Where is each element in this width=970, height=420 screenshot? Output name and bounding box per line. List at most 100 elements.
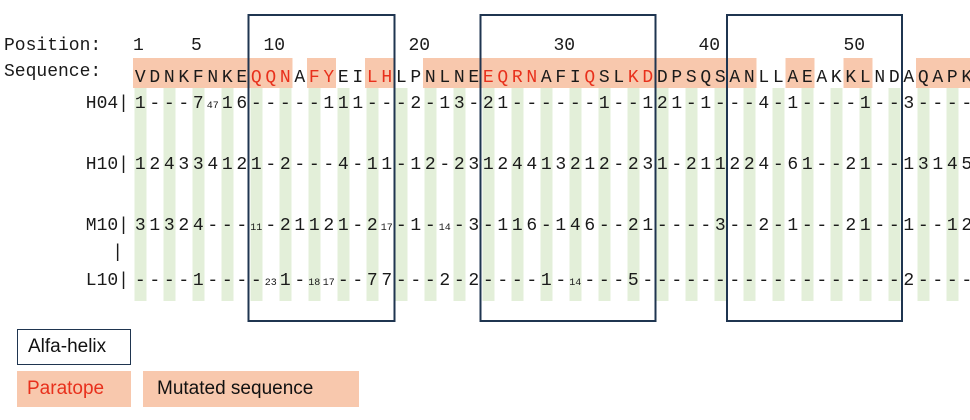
sequence-residue: S <box>715 68 726 88</box>
contact-column-51 <box>859 88 872 301</box>
row-cell: 3 <box>454 94 465 114</box>
row-cell: 2 <box>961 216 970 236</box>
row-cell: 1 <box>410 155 421 175</box>
sequence-residue: K <box>845 68 856 88</box>
row-cell: - <box>265 94 276 114</box>
row-cell: - <box>715 271 726 291</box>
row-cell: - <box>425 216 436 236</box>
sequence-residue: E <box>236 68 247 88</box>
row-cell: - <box>236 216 247 236</box>
position-tick: 5 <box>191 36 202 56</box>
paratope-residue: Y <box>323 68 334 88</box>
sequence-residue: E <box>468 68 479 88</box>
contact-column-23 <box>453 88 466 301</box>
sequence-residue: Q <box>700 68 711 88</box>
row-cell: - <box>802 94 813 114</box>
row-cell: 6 <box>787 155 798 175</box>
row-cell: 1 <box>193 271 204 291</box>
row-cell: 4 <box>570 216 581 236</box>
paratope-residue: D <box>642 68 653 88</box>
row-cell: 17 <box>323 278 335 289</box>
contact-column-55 <box>917 88 930 301</box>
row-cell: 1 <box>541 155 552 175</box>
sequence-residue: S <box>599 68 610 88</box>
contact-column-31 <box>569 88 582 301</box>
row-cell: 5 <box>628 271 639 291</box>
row-cell: 2 <box>628 155 639 175</box>
contact-column-7 <box>221 88 234 301</box>
row-cell: 1 <box>802 155 813 175</box>
row-cell: - <box>599 271 610 291</box>
sequence-residue: Q <box>918 68 929 88</box>
sequence-residue: F <box>555 68 566 88</box>
row-cell: - <box>961 271 970 291</box>
paratope-residue: L <box>367 68 378 88</box>
sequence-label: Sequence: <box>4 62 101 82</box>
row-cell: 11 <box>250 223 262 234</box>
contact-column-13 <box>308 88 321 301</box>
row-cell: 3 <box>903 94 914 114</box>
row-cell: 1 <box>642 216 653 236</box>
row-cell: - <box>932 271 943 291</box>
row-cell: 2 <box>845 216 856 236</box>
position-label: Position: <box>4 36 101 56</box>
row-cell: 1 <box>671 94 682 114</box>
row-cell: - <box>265 155 276 175</box>
row-cell: - <box>889 94 900 114</box>
row-cell: 1 <box>715 155 726 175</box>
row-cell: 2 <box>323 216 334 236</box>
contact-column-45 <box>772 88 785 301</box>
row-cell: - <box>874 216 885 236</box>
paratope-residue: E <box>483 68 494 88</box>
row-cell: - <box>265 216 276 236</box>
row-cell: - <box>294 271 305 291</box>
row-cell: 4 <box>758 94 769 114</box>
contact-columns <box>134 88 959 301</box>
row-cell: 4 <box>758 155 769 175</box>
row-cell: - <box>860 271 871 291</box>
sequence-residue: D <box>889 68 900 88</box>
row-cell: 1 <box>222 155 233 175</box>
row-cell: - <box>802 271 813 291</box>
contact-column-21 <box>424 88 437 301</box>
row-cell: 4 <box>947 155 958 175</box>
row-cell: - <box>671 271 682 291</box>
row-cell: - <box>555 94 566 114</box>
row-cell: - <box>309 155 320 175</box>
contact-column-3 <box>163 88 176 301</box>
row-cell: 18 <box>308 278 320 289</box>
row-cell: 1 <box>860 216 871 236</box>
row-cell: 3 <box>468 155 479 175</box>
sequence-residue: A <box>541 68 552 88</box>
row-cell: 7 <box>381 271 392 291</box>
row-cell: - <box>454 216 465 236</box>
sequence-residue: N <box>425 68 436 88</box>
sequence-residue: L <box>860 68 871 88</box>
row-cell: 2 <box>483 94 494 114</box>
row-cell: 2 <box>628 216 639 236</box>
sequence-residue: I <box>352 68 363 88</box>
row-cell: - <box>715 94 726 114</box>
row-cell: 2 <box>236 155 247 175</box>
contact-column-29 <box>540 88 553 301</box>
row-cell: 4 <box>526 155 537 175</box>
row-cell: - <box>541 94 552 114</box>
row-cell: - <box>874 94 885 114</box>
row-cell: - <box>773 155 784 175</box>
row-cell: - <box>541 216 552 236</box>
row-cell: - <box>251 94 262 114</box>
sequence-residue: A <box>787 68 798 88</box>
contact-column-57 <box>946 88 959 301</box>
row-cell: - <box>744 94 755 114</box>
sequence-residue: L <box>396 68 407 88</box>
row-cell: - <box>671 216 682 236</box>
contact-column-19 <box>395 88 408 301</box>
contact-column-53 <box>888 88 901 301</box>
row-cell: - <box>932 216 943 236</box>
row-cell: - <box>845 94 856 114</box>
row-cell: - <box>396 216 407 236</box>
sequence-residue: D <box>657 68 668 88</box>
row-cell: - <box>294 155 305 175</box>
row-cell: - <box>787 271 798 291</box>
